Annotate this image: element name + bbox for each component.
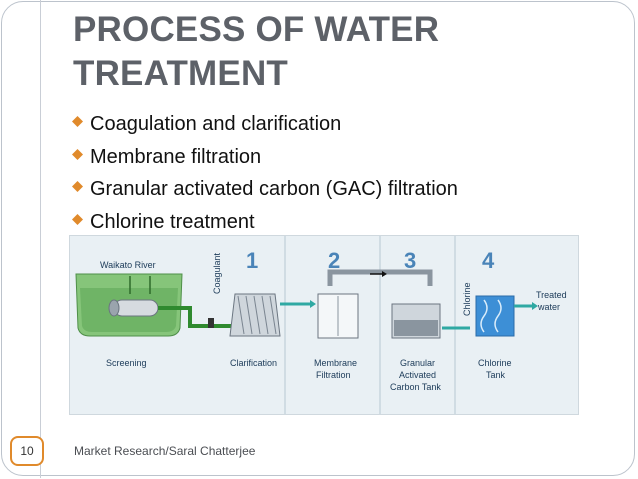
membrane-bypass-pipe	[327, 269, 433, 286]
step-label: Clarification	[230, 358, 277, 368]
step-number: 4	[482, 248, 495, 273]
step-number: 1	[246, 248, 258, 273]
gac-media	[394, 320, 438, 336]
slide-footer: Market Research/Saral Chatterjee	[74, 444, 256, 458]
bullet-text: Granular activated carbon (GAC) filtrati…	[90, 178, 458, 200]
step-label: Filtration	[316, 370, 351, 380]
step-number: 3	[404, 248, 416, 273]
step-label: Granular	[400, 358, 435, 368]
coagulant-doser	[208, 318, 214, 328]
chlorine-tank	[475, 295, 515, 337]
step-label: Activated	[399, 370, 436, 380]
slide-left-rule	[40, 0, 41, 478]
diamond-bullet-icon	[72, 116, 83, 127]
bullet-text: Membrane filtration	[90, 145, 262, 168]
screening-pipe	[113, 299, 159, 317]
clarifier-plates	[237, 295, 277, 335]
step-label: Tank	[486, 370, 506, 380]
bullet-list: Coagulation and clarification Membrane f…	[72, 108, 458, 238]
coagulant-label: Coagulant	[212, 252, 222, 294]
bullet-item: Coagulation and clarification	[72, 108, 458, 141]
water-treatment-diagram: Waikato River Coagulant 1 Clarification …	[69, 235, 579, 415]
page-number-badge: 10	[10, 436, 44, 466]
river-label: Waikato River	[100, 260, 156, 270]
step-number: 2	[328, 248, 340, 273]
flow-arrow-head	[382, 271, 387, 277]
bullet-item: Chlorine treatment	[72, 206, 458, 239]
chlorine-label: Chlorine	[462, 282, 472, 316]
step-label: Chlorine	[478, 358, 512, 368]
raw-water-pipe	[158, 306, 240, 328]
flow-arrow-head	[532, 302, 538, 310]
diagram-canvas: Waikato River Coagulant 1 Clarification …	[70, 236, 578, 414]
intake-arrows	[129, 276, 151, 294]
step-label: Carbon Tank	[390, 382, 441, 392]
diamond-bullet-icon	[72, 181, 83, 192]
treated-water-label: Treated	[536, 290, 567, 300]
bullet-text: Coagulation and clarification	[90, 113, 342, 135]
slide-title: PROCESS OF WATER TREATMENT	[73, 10, 440, 93]
bullet-item: Membrane filtration	[72, 141, 458, 174]
diamond-bullet-icon	[72, 148, 83, 160]
chlorine-mixing	[480, 299, 502, 333]
screening-pipe-end	[108, 299, 120, 317]
bullet-text: Chlorine treatment	[90, 210, 255, 233]
diamond-bullet-icon	[72, 213, 83, 225]
treated-water-label: water	[537, 302, 560, 312]
flow-arrow-head	[310, 300, 316, 308]
screening-label: Screening	[106, 358, 147, 368]
step-label: Membrane	[314, 358, 357, 368]
bullet-item: Granular activated carbon (GAC) filtrati…	[72, 173, 458, 206]
